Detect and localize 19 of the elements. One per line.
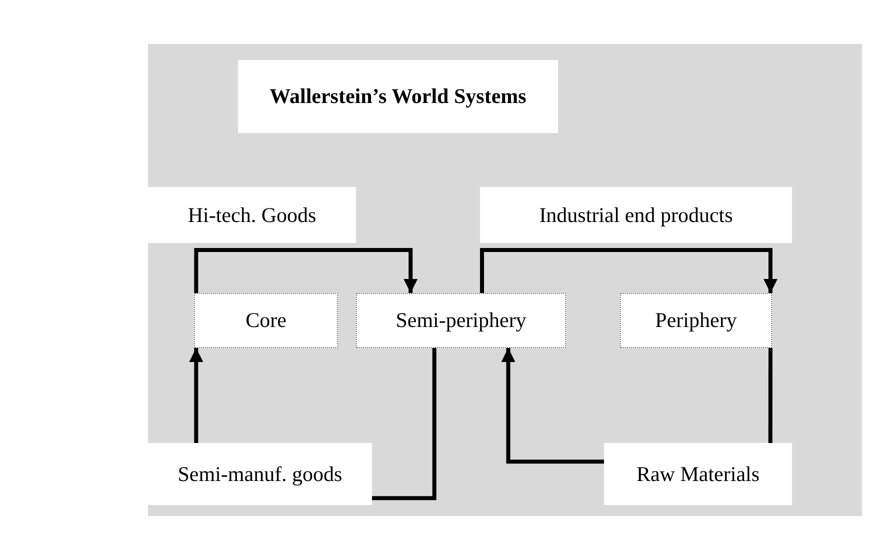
arrow: [194, 248, 418, 293]
arrow: [480, 248, 778, 293]
node-text: Industrial end products: [539, 202, 733, 228]
region-box: [194, 293, 338, 348]
node-text: Raw Materials: [636, 462, 760, 486]
flow-label-box: [480, 187, 792, 243]
arrow: [189, 348, 204, 443]
node-text: Periphery: [655, 308, 737, 333]
flow-label-box: [148, 443, 372, 505]
node-text: Semi-periphery: [396, 308, 526, 333]
region-box: [620, 293, 772, 348]
region-box: [356, 293, 566, 348]
node-text: Core: [246, 308, 286, 333]
diagram-title: Wallerstein’s World Systems: [270, 84, 526, 109]
arrow: [501, 348, 604, 464]
node-text: Hi-tech. Goods: [188, 202, 316, 228]
flow-label-box: [148, 187, 356, 243]
flow-label-box: [604, 443, 792, 505]
node-text: Semi-manuf. goods: [178, 462, 342, 486]
